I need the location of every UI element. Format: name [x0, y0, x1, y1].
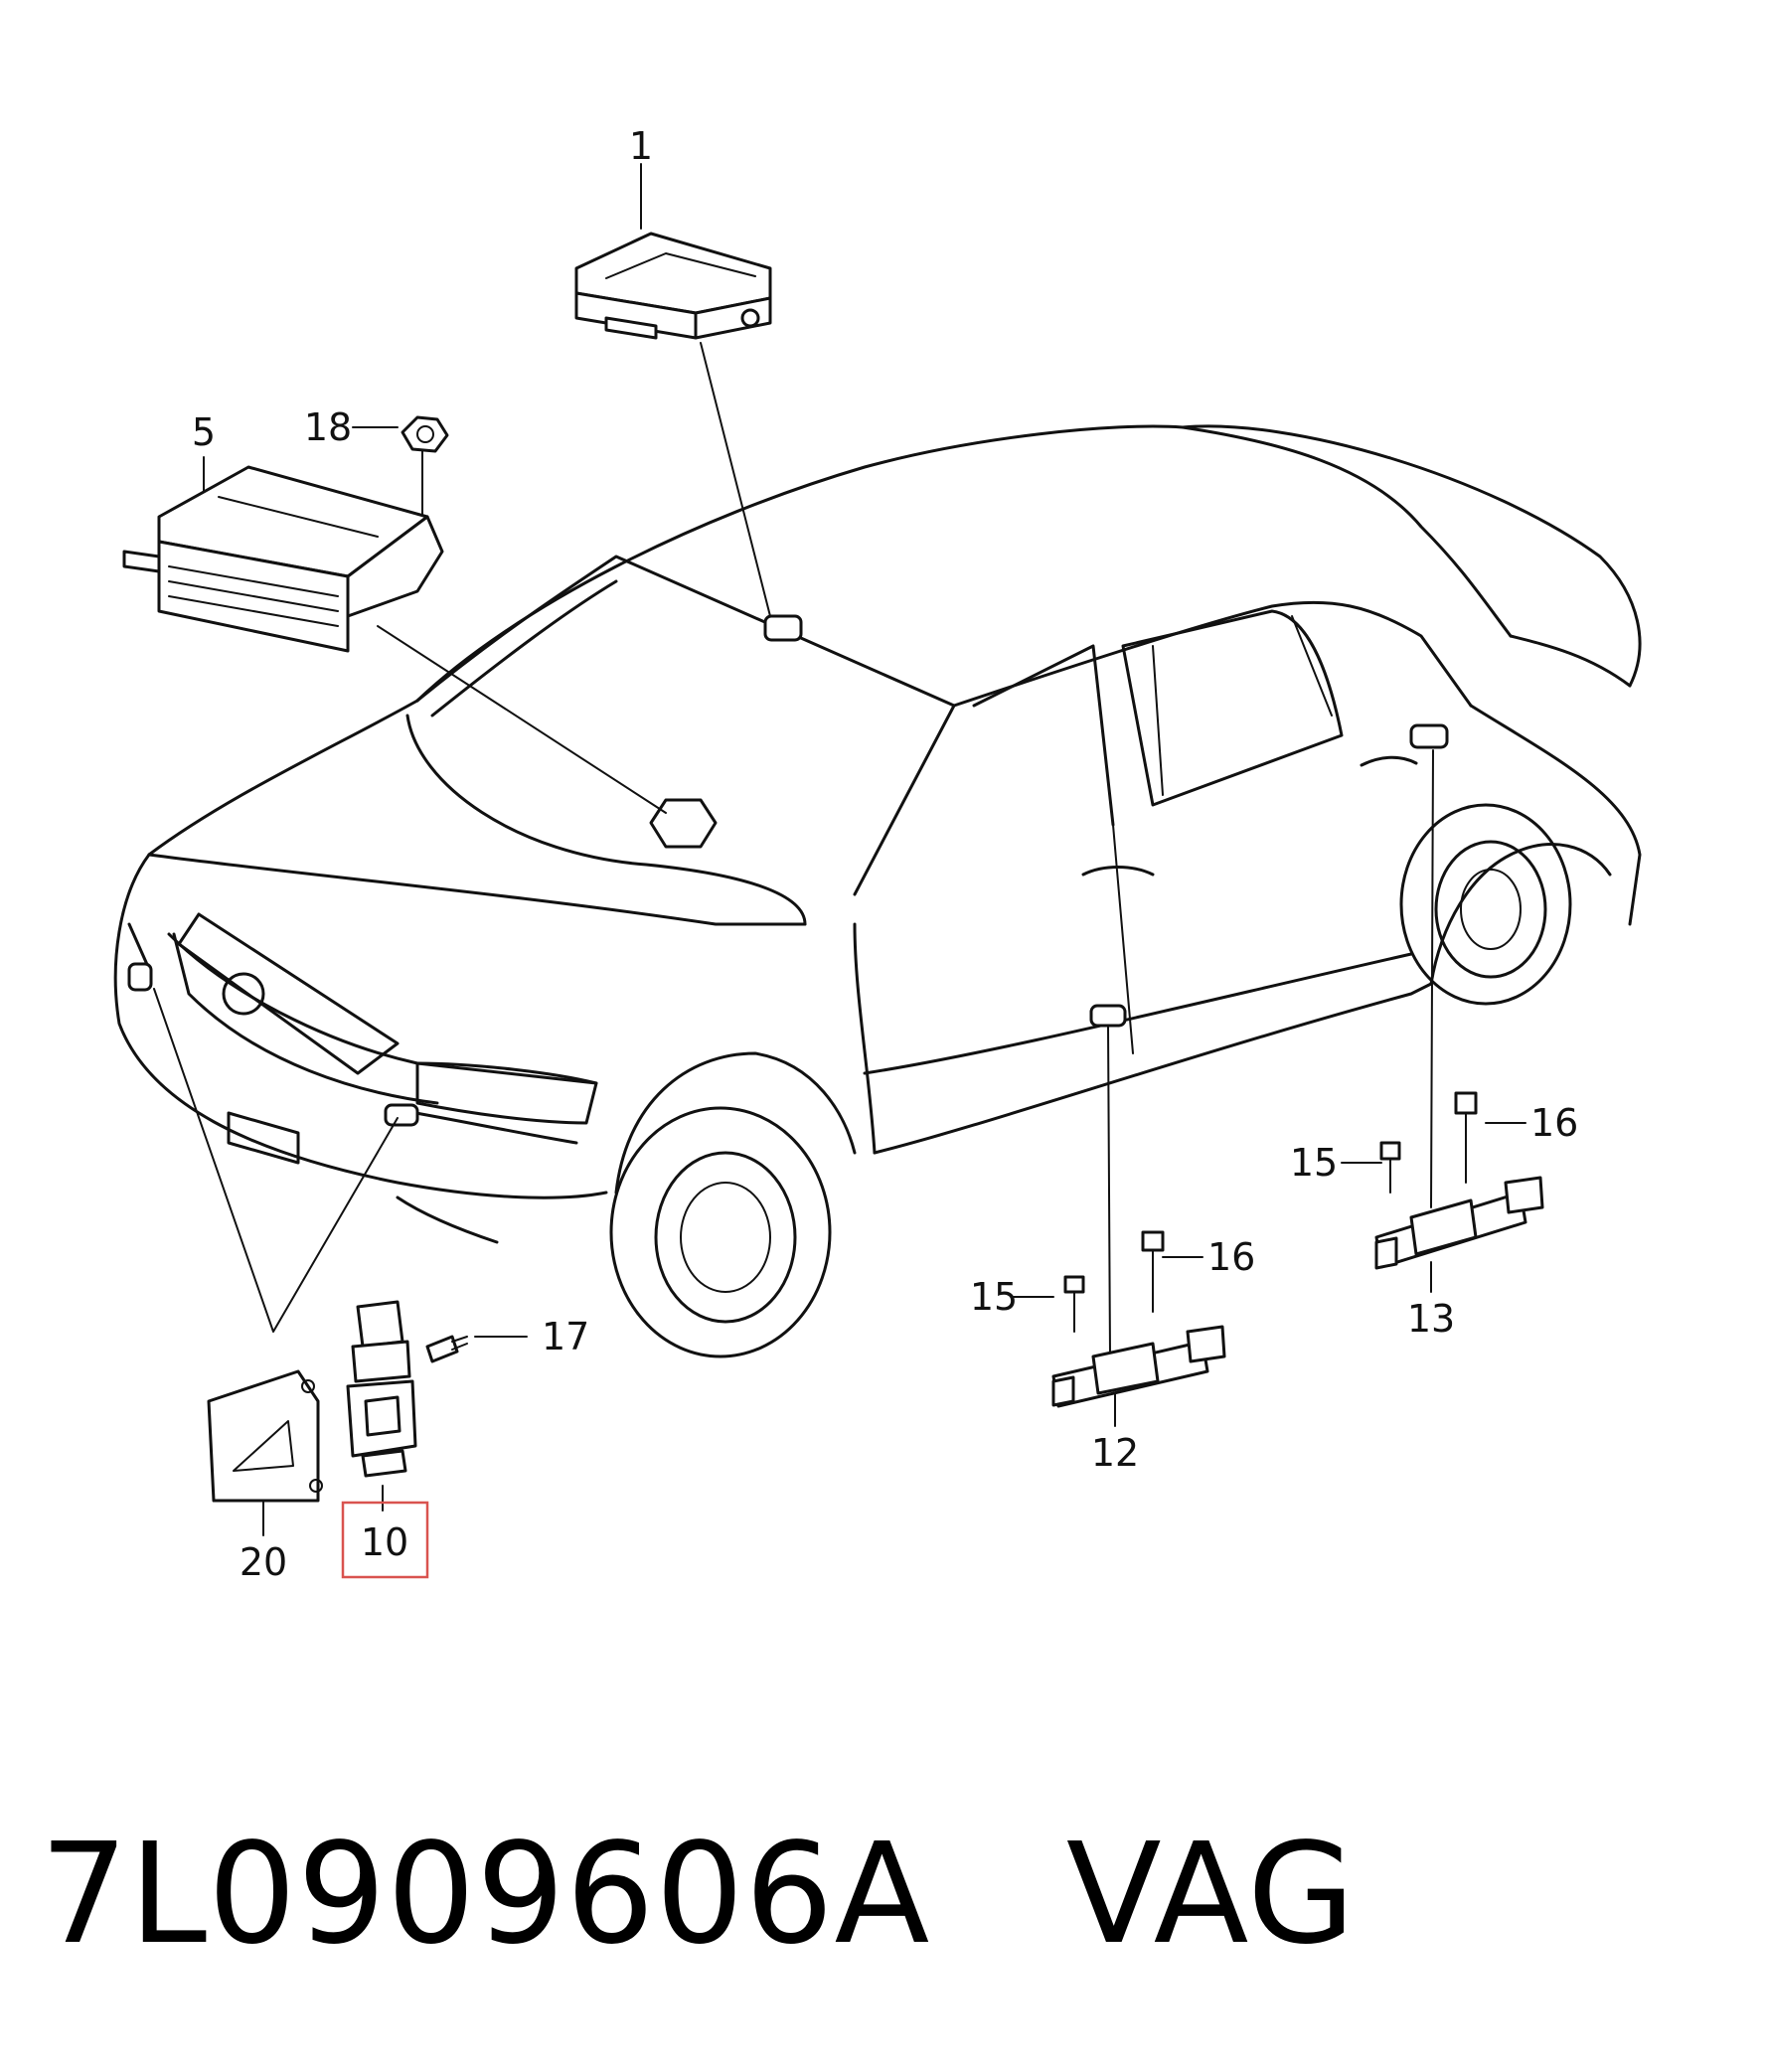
side-front-sensor-location-mark: [127, 962, 153, 992]
part-5-airbag-control-unit: [122, 465, 444, 653]
leader-lines: [153, 163, 1526, 1536]
part-15-bolt-front: [1063, 1275, 1085, 1333]
callout-16-rear: 16: [1530, 1101, 1578, 1145]
part-15-bolt-rear: [1379, 1141, 1401, 1194]
control-unit-location-mark: [649, 798, 718, 849]
part-18-nut: [401, 415, 449, 453]
part-12-side-sensor: [1051, 1325, 1226, 1408]
part-1-control-unit: [574, 232, 772, 340]
callout-17: 17: [542, 1315, 589, 1358]
callout-5: 5: [192, 410, 216, 454]
callout-16-front: 16: [1207, 1235, 1255, 1279]
part-16-bolt-rear: [1454, 1091, 1478, 1184]
part-17-bolt: [425, 1335, 468, 1363]
front-sensor-location-mark: [384, 1103, 419, 1127]
part-16-bolt-front: [1141, 1230, 1165, 1313]
brand-name: VAG: [1065, 1814, 1357, 1976]
callout-15-front: 15: [970, 1275, 1018, 1319]
callout-13: 13: [1407, 1297, 1455, 1341]
footer-caption: 7L0909606A VAG: [40, 1814, 1357, 1976]
callout-18: 18: [304, 405, 352, 449]
part-13-rear-side-sensor: [1374, 1176, 1544, 1270]
part-number: 7L0909606A: [40, 1814, 931, 1976]
part-10-crash-sensor: [346, 1300, 417, 1478]
callout-labels: 1 5 18 17 10 20 15 16 12 15 16 13: [192, 124, 1578, 1584]
rear-door-sensor-location-mark: [1409, 723, 1449, 749]
parts-diagram: 1 5 18 17 10 20 15 16 12 15 16 13: [113, 124, 1642, 1584]
highlight-box: [341, 1501, 429, 1579]
callout-10: 10: [361, 1520, 408, 1564]
roof-sensor-location-mark: [763, 614, 803, 642]
callout-15-rear: 15: [1290, 1141, 1338, 1185]
callout-1: 1: [629, 124, 653, 168]
front-door-sensor-location-mark: [1089, 1004, 1127, 1028]
callout-20: 20: [240, 1540, 287, 1584]
callout-12: 12: [1091, 1431, 1139, 1475]
sensor-mounting-marks: [127, 614, 1449, 1127]
part-20-bracket: [207, 1369, 323, 1503]
